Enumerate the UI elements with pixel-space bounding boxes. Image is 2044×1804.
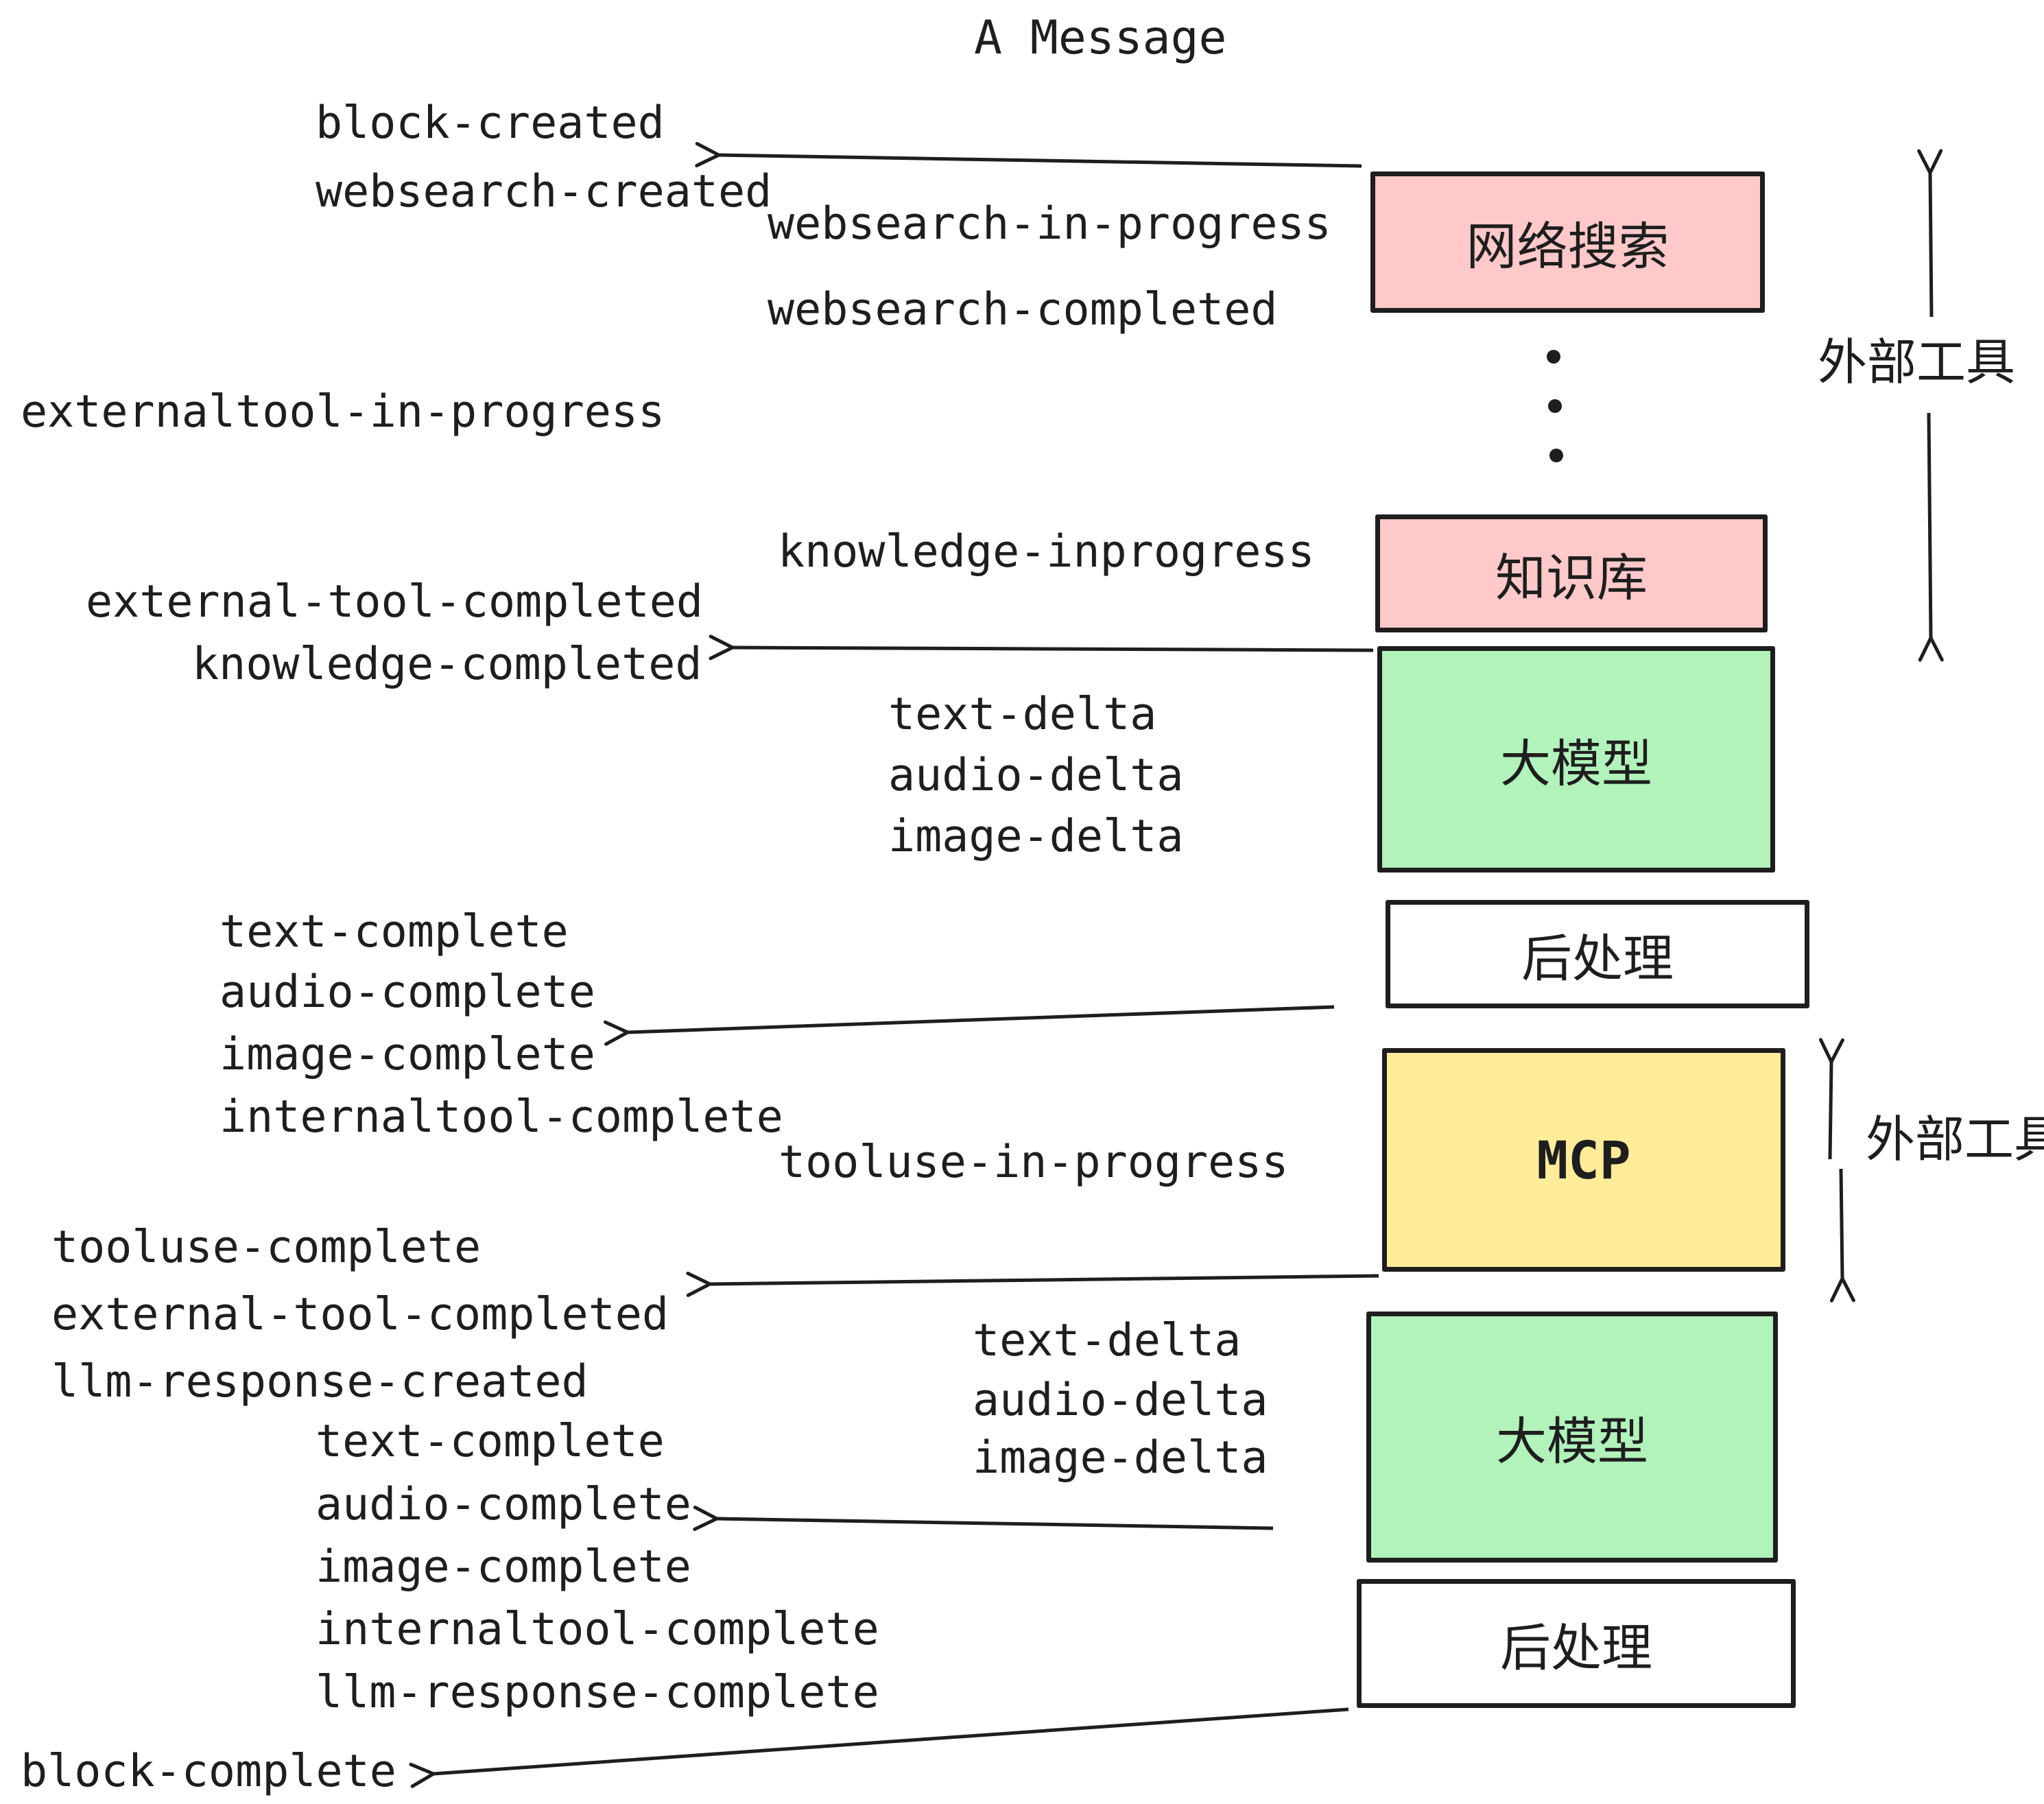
box-post-process-1-label: 后处理 — [1521, 929, 1674, 988]
event-image-complete-2: image-complete — [316, 1541, 691, 1593]
event-llm-response-created: llm-response-created — [51, 1356, 589, 1408]
event-external-tool-completed-2: external-tool-completed — [51, 1289, 669, 1340]
event-internaltool-complete-2: internaltool-complete — [316, 1604, 879, 1655]
event-audio-delta-2: audio-delta — [973, 1375, 1268, 1426]
event-audio-complete-1: audio-complete — [219, 966, 595, 1018]
diagram-title: A Message — [974, 11, 1227, 65]
external-tools-annotation-mcp: 外部工具 — [1866, 1111, 2044, 1168]
arrow-mcp-to-tooluse-complete — [686, 1271, 1379, 1297]
arrow-llm2-to-audio-complete — [693, 1505, 1274, 1531]
event-llm-response-complete: llm-response-complete — [316, 1667, 879, 1718]
box-llm-2-label: 大模型 — [1496, 1412, 1648, 1471]
event-text-complete-2: text-complete — [316, 1416, 665, 1467]
event-text-delta-2: text-delta — [973, 1315, 1241, 1366]
event-audio-complete-2: audio-complete — [316, 1479, 691, 1530]
arrow-websearch-to-block-created — [695, 141, 1362, 168]
event-block-complete: block-complete — [21, 1746, 396, 1797]
event-websearch-created: websearch-created — [316, 166, 772, 217]
box-post-process-2-label: 后处理 — [1500, 1618, 1652, 1678]
box-post-process-2: 后处理 — [1357, 1579, 1796, 1708]
event-websearch-in-progress: websearch-in-progress — [768, 198, 1331, 250]
event-image-complete-1: image-complete — [219, 1029, 595, 1080]
arrow-post2-to-block-complete — [409, 1707, 1349, 1788]
external-tools-annotation-top: 外部工具 — [1818, 333, 2016, 391]
event-text-complete-1: text-complete — [219, 906, 569, 958]
box-knowledge-base: 知识库 — [1375, 514, 1768, 632]
event-image-delta-1: image-delta — [888, 811, 1184, 862]
box-web-search-label: 网络搜索 — [1466, 217, 1669, 276]
box-web-search: 网络搜索 — [1370, 171, 1765, 313]
event-external-tool-completed: external-tool-completed — [86, 576, 704, 628]
event-block-created: block-created — [316, 97, 665, 149]
box-llm-1-label: 大模型 — [1500, 734, 1652, 794]
box-mcp: MCP — [1382, 1048, 1785, 1272]
vertical-ellipsis-dots — [1547, 350, 1563, 462]
mcp-external-tools-down-arrow — [1829, 1168, 1855, 1303]
box-post-process-1: 后处理 — [1386, 900, 1809, 1008]
box-knowledge-base-label: 知识库 — [1495, 548, 1648, 608]
external-tools-down-arrow — [1918, 412, 1944, 662]
event-externaltool-in-progress: externaltool-in-progress — [21, 386, 665, 438]
arrow-knowledge-to-knowledge-completed — [709, 634, 1374, 661]
box-llm-1: 大模型 — [1377, 646, 1775, 873]
event-image-delta-2: image-delta — [973, 1432, 1268, 1484]
event-knowledge-inprogress: knowledge-inprogress — [778, 526, 1315, 578]
event-audio-delta-1: audio-delta — [888, 750, 1184, 801]
event-text-delta-1: text-delta — [888, 689, 1157, 740]
box-mcp-label: MCP — [1536, 1129, 1631, 1191]
event-tooluse-in-progress: tooluse-in-progress — [779, 1137, 1289, 1188]
mcp-external-tools-up-arrow — [1818, 1038, 1844, 1160]
box-llm-2: 大模型 — [1366, 1312, 1778, 1563]
event-tooluse-complete: tooluse-complete — [51, 1222, 482, 1273]
arrow-mcp-to-image-complete — [603, 1005, 1335, 1046]
event-internaltool-complete-1: internaltool-complete — [219, 1091, 783, 1143]
event-websearch-completed: websearch-completed — [768, 284, 1278, 335]
external-tools-up-arrow — [1917, 149, 1943, 318]
event-knowledge-completed: knowledge-completed — [192, 639, 702, 690]
